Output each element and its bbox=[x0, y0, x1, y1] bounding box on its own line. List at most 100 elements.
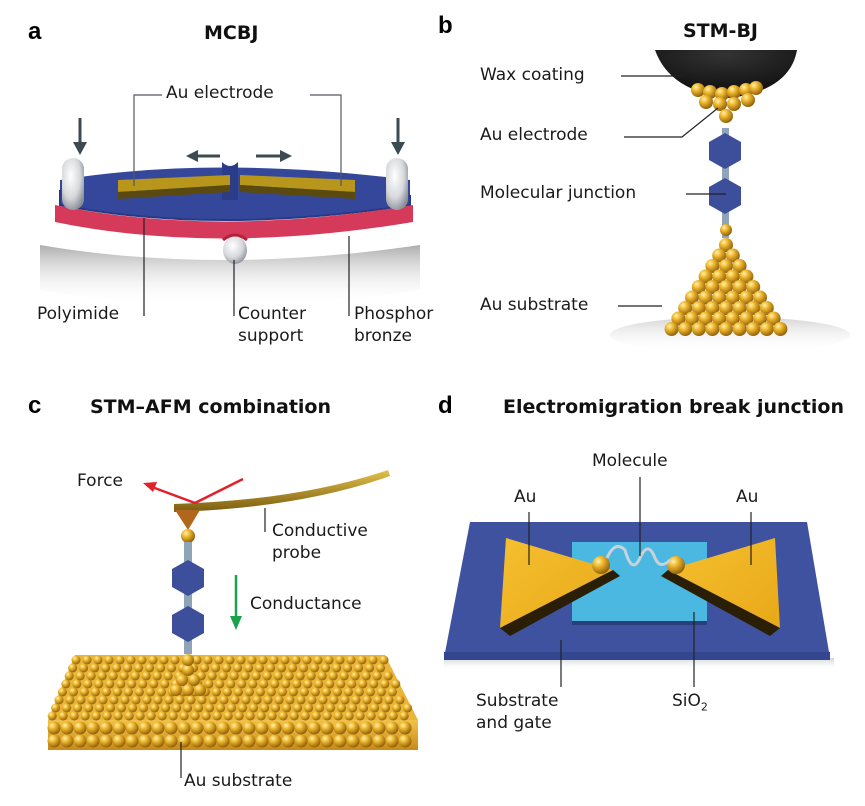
gold-atom bbox=[314, 679, 324, 689]
au-electrode-left-d bbox=[500, 538, 613, 628]
gold-atom bbox=[325, 679, 335, 689]
arrow-down-right-icon bbox=[391, 142, 405, 155]
gold-atom bbox=[188, 674, 200, 686]
gold-atom bbox=[177, 734, 191, 748]
gold-atom bbox=[182, 664, 194, 676]
gold-atom bbox=[333, 734, 347, 748]
gold-atom bbox=[370, 703, 380, 713]
gold-atom bbox=[240, 671, 250, 681]
gold-atom bbox=[304, 703, 314, 713]
gold-atom bbox=[753, 311, 767, 326]
gold-atom bbox=[212, 711, 222, 721]
gold-atom bbox=[379, 655, 389, 665]
gold-atom bbox=[318, 695, 328, 705]
gold-atom bbox=[108, 671, 118, 681]
gold-atom bbox=[354, 687, 364, 697]
gold-atom bbox=[391, 679, 401, 689]
gold-atom bbox=[262, 671, 272, 681]
stm-bj-diagram bbox=[610, 50, 850, 353]
gold-atom bbox=[161, 703, 171, 713]
gold-atom bbox=[222, 687, 232, 697]
stm-afm-diagram bbox=[47, 470, 418, 778]
gold-atom bbox=[332, 687, 342, 697]
gold-atom bbox=[130, 671, 140, 681]
gold-atom bbox=[225, 655, 235, 665]
gold-atom bbox=[310, 687, 320, 697]
gold-atom bbox=[106, 703, 116, 713]
gold-atom bbox=[288, 663, 298, 673]
gold-atom bbox=[233, 663, 243, 673]
gold-atom bbox=[268, 721, 282, 735]
gold-atom bbox=[329, 695, 339, 705]
label-conductive-probe-line2: probe bbox=[272, 543, 322, 563]
gold-atom bbox=[159, 655, 169, 665]
roller-left bbox=[62, 158, 84, 210]
gold-atom bbox=[60, 734, 74, 748]
gold-atom bbox=[664, 322, 679, 336]
au-electrode-left bbox=[118, 175, 230, 192]
label-phosphor-bronze-line1: Phosphor bbox=[354, 304, 434, 324]
gold-atom bbox=[732, 301, 747, 315]
gold-atom bbox=[698, 269, 713, 284]
leader-au-electrode bbox=[133, 94, 162, 186]
label-substrate-gate-line2: and gate bbox=[476, 713, 552, 733]
gold-atom bbox=[117, 703, 127, 713]
gold-atom bbox=[68, 663, 78, 673]
gold-atom bbox=[372, 721, 386, 735]
gold-atom bbox=[148, 655, 158, 665]
label-au-left: Au bbox=[514, 487, 537, 507]
gold-atom bbox=[245, 711, 255, 721]
gold-atom bbox=[332, 663, 342, 673]
gold-atom bbox=[201, 711, 211, 721]
gold-atom bbox=[247, 655, 257, 665]
gold-atom bbox=[176, 674, 188, 686]
gold-atom bbox=[271, 703, 281, 713]
gold-atom bbox=[719, 322, 733, 336]
panel-title-stm-afm: STM–AFM combination bbox=[90, 396, 332, 418]
leader-au-electrode-b bbox=[624, 107, 719, 138]
gold-atom bbox=[204, 679, 214, 689]
gold-atom bbox=[321, 687, 331, 697]
gold-atom bbox=[234, 711, 244, 721]
gold-atom bbox=[255, 663, 265, 673]
gold-atom bbox=[376, 663, 386, 673]
gold-atom bbox=[192, 655, 202, 665]
gold-atom bbox=[168, 711, 178, 721]
gold-atom bbox=[93, 655, 103, 665]
gold-atom bbox=[95, 703, 105, 713]
gold-atom bbox=[227, 703, 237, 713]
gold-atom bbox=[354, 663, 364, 673]
gold-atom bbox=[685, 290, 699, 305]
label-substrate-gate: Substrate and gate bbox=[476, 690, 558, 734]
label-molecule: Molecule bbox=[592, 451, 668, 471]
gold-atom bbox=[94, 679, 104, 689]
gold-atom bbox=[71, 655, 81, 665]
mcbj-diagram bbox=[40, 94, 420, 316]
molecule-wire bbox=[605, 544, 672, 567]
gold-atom bbox=[302, 655, 312, 665]
gold-atom bbox=[229, 671, 239, 681]
gold-atom bbox=[759, 322, 774, 336]
molecule-ring-bottom-c bbox=[172, 606, 204, 642]
gold-atom bbox=[376, 687, 386, 697]
gold-atom bbox=[57, 687, 67, 697]
gold-atom bbox=[153, 695, 163, 705]
label-conductive-probe: Conductive probe bbox=[272, 520, 368, 564]
label-sio2-base: SiO bbox=[672, 691, 701, 711]
gold-atom bbox=[380, 679, 390, 689]
gold-atom bbox=[280, 655, 290, 665]
gold-atom bbox=[167, 663, 177, 673]
gold-atom bbox=[137, 655, 147, 665]
gold-atom bbox=[291, 655, 301, 665]
gold-atom bbox=[164, 734, 178, 748]
cantilever bbox=[174, 470, 390, 512]
gold-atom bbox=[230, 695, 240, 705]
gold-atom bbox=[339, 671, 349, 681]
gold-atom bbox=[346, 734, 360, 748]
gold-atom bbox=[361, 671, 371, 681]
gold-atom bbox=[395, 695, 405, 705]
gold-atom bbox=[346, 721, 360, 735]
gold-atom bbox=[47, 734, 61, 748]
panel-label-c: c bbox=[28, 392, 42, 419]
gold-atom bbox=[399, 711, 409, 721]
